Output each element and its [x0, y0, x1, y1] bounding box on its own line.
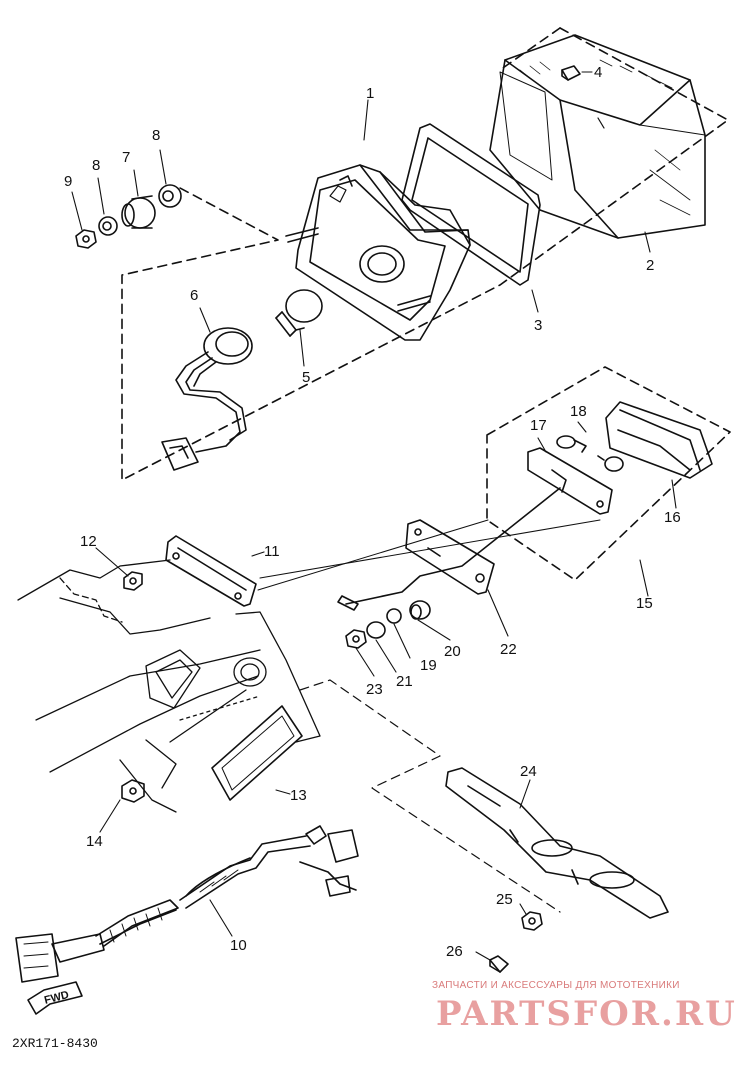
- tail-light-assembly-boundary: [121, 27, 729, 481]
- part-label-22: 22: [500, 641, 517, 658]
- part-label-2: 2: [646, 257, 654, 274]
- reflector-nut: [121, 779, 145, 803]
- fwd-label: FWD: [43, 989, 70, 1007]
- part-label-7: 7: [122, 149, 130, 166]
- drawing-code: 2XR171-8430: [12, 1036, 98, 1051]
- license-light-assembly-boundary: [486, 366, 731, 581]
- grommet: [121, 195, 156, 229]
- bulb: [275, 289, 323, 337]
- part-labels: 1 2 3 4 5 6 7 8 8 9 10 11 12 13 14 15 16…: [43, 64, 681, 1007]
- part-label-14: 14: [86, 833, 103, 850]
- part-label-8-upper: 8: [152, 127, 160, 144]
- part-label-12: 12: [80, 533, 97, 550]
- wire-harness: [15, 825, 359, 983]
- part-label-9: 9: [64, 173, 72, 190]
- license-stay: [445, 767, 669, 919]
- part-label-26: 26: [446, 943, 463, 960]
- license-lamp: [165, 535, 257, 607]
- part-label-23: 23: [366, 681, 383, 698]
- part-label-4: 4: [594, 64, 602, 81]
- part-label-13: 13: [290, 787, 307, 804]
- stay-clip: [489, 955, 509, 973]
- washer: [366, 621, 386, 639]
- part-label-6: 6: [190, 287, 198, 304]
- part-label-11: 11: [264, 543, 280, 560]
- spacer: [386, 608, 402, 624]
- part-label-21: 21: [396, 673, 413, 690]
- watermark-brand: PARTSFOR.RU: [436, 994, 737, 1034]
- part-label-15: 15: [636, 595, 653, 612]
- lamp-nut: [123, 571, 143, 591]
- reflector: [211, 705, 303, 801]
- part-label-8-lower: 8: [92, 157, 100, 174]
- washer-lower: [98, 216, 118, 236]
- part-label-18: 18: [570, 403, 587, 420]
- tail-lens: [489, 34, 706, 239]
- part-label-16: 16: [664, 509, 681, 526]
- part-label-25: 25: [496, 891, 513, 908]
- part-label-20: 20: [444, 643, 461, 660]
- lens-clip: [561, 65, 581, 81]
- nut: [75, 229, 97, 249]
- part-label-1: 1: [366, 85, 374, 102]
- license-light-bracket: [337, 447, 613, 611]
- gasket: [401, 123, 541, 286]
- part-label-10: 10: [230, 937, 247, 954]
- stay-nut: [521, 911, 543, 931]
- hex-nut: [345, 629, 367, 649]
- part-label-17: 17: [530, 417, 547, 434]
- part-label-5: 5: [302, 369, 310, 386]
- license-lens: [605, 401, 713, 479]
- washer-upper: [158, 184, 182, 208]
- forward-arrow-icon: [27, 981, 83, 1015]
- bulb-socket: [161, 327, 253, 471]
- part-label-19: 19: [420, 657, 437, 674]
- harness-connector: [15, 933, 59, 983]
- leader-lines: [71, 71, 677, 961]
- part-label-24: 24: [520, 763, 537, 780]
- wire-connector: [161, 437, 199, 471]
- license-bulbs: [556, 435, 624, 472]
- collar: [409, 600, 431, 620]
- rear-fender: [17, 559, 321, 813]
- watermark-tagline: ЗАПЧАСТИ И АКСЕССУАРЫ ДЛЯ МОТОТЕХНИКИ: [432, 980, 680, 991]
- tail-light-housing: [285, 164, 471, 341]
- license-plate-bracket: [405, 519, 495, 595]
- part-label-3: 3: [534, 317, 542, 334]
